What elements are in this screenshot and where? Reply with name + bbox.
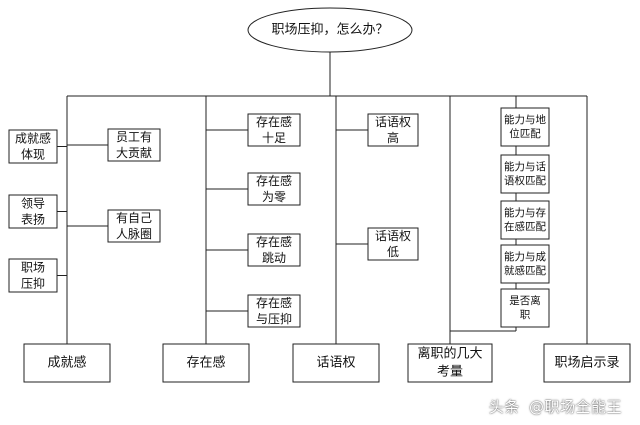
presence-label: 十足 bbox=[262, 131, 286, 145]
resign-box-2 bbox=[500, 154, 550, 194]
achievement-left-box-2 bbox=[8, 194, 58, 229]
resign-label: 能力与存 bbox=[504, 206, 546, 219]
branch-box-3 bbox=[292, 343, 380, 383]
resign-box-4 bbox=[500, 244, 550, 284]
achievement-right-label: 员工有 bbox=[116, 130, 152, 144]
achievement-right-box-1 bbox=[107, 128, 161, 162]
achievement-left-label: 体现 bbox=[21, 148, 45, 162]
voice-label: 话语权 bbox=[375, 115, 411, 129]
achievement-left-label: 职场 bbox=[21, 260, 45, 274]
branch-label-1: 成就感 bbox=[47, 355, 86, 371]
resign-label: 能力与话 bbox=[504, 160, 546, 173]
watermark: 头条 @职场全能王 bbox=[489, 396, 622, 417]
presence-box-4 bbox=[247, 294, 301, 328]
branch-label-4: 离职的几大 bbox=[417, 346, 482, 362]
achievement-left-label: 领导 bbox=[21, 196, 45, 210]
achievement-left-label: 表扬 bbox=[21, 212, 45, 227]
branch-box-1 bbox=[23, 343, 111, 383]
voice-box-2 bbox=[367, 227, 419, 261]
branch-box-2 bbox=[162, 343, 250, 383]
presence-label: 存在感 bbox=[256, 114, 292, 129]
resign-label: 能力与地 bbox=[504, 113, 546, 126]
watermark-platform: 头条 bbox=[488, 398, 520, 416]
watermark-account: @职场全能王 bbox=[528, 398, 622, 416]
branch-label-2: 存在感 bbox=[186, 355, 225, 371]
achievement-left-box-1 bbox=[8, 129, 58, 164]
voice-box-1 bbox=[367, 113, 419, 147]
achievement-right-label: 人脉圈 bbox=[116, 226, 152, 241]
presence-box-2 bbox=[247, 172, 301, 206]
achievement-right-label: 有自己 bbox=[116, 211, 152, 225]
branch-label-5: 职场启示录 bbox=[554, 356, 619, 371]
resign-label: 是否离 bbox=[509, 294, 541, 307]
presence-label: 存在感 bbox=[256, 295, 292, 310]
resign-box-5 bbox=[500, 288, 550, 328]
achievement-right-label: 大贡献 bbox=[116, 145, 152, 160]
presence-label: 与压抑 bbox=[256, 311, 292, 326]
presence-label: 为零 bbox=[262, 190, 286, 204]
branch-box-4 bbox=[407, 343, 493, 383]
resign-label: 能力与成 bbox=[504, 250, 546, 263]
achievement-left-label: 压抑 bbox=[21, 276, 45, 291]
resign-box-3 bbox=[500, 200, 550, 240]
branch-label-4: 考量 bbox=[437, 364, 463, 379]
voice-label: 高 bbox=[387, 130, 399, 145]
resign-label: 语权匹配 bbox=[504, 174, 546, 187]
voice-label: 低 bbox=[387, 245, 399, 259]
presence-box-3 bbox=[247, 233, 301, 267]
presence-label: 跳动 bbox=[262, 251, 286, 265]
root-label: 职场压抑，怎么办？ bbox=[271, 23, 388, 38]
voice-label: 话语权 bbox=[375, 229, 411, 243]
presence-box-1 bbox=[247, 113, 301, 147]
resign-box-1 bbox=[500, 107, 550, 147]
presence-label: 存在感 bbox=[256, 173, 292, 188]
achievement-left-label: 成就感 bbox=[15, 130, 51, 145]
resign-label: 职 bbox=[520, 309, 531, 321]
resign-label: 位匹配 bbox=[509, 127, 541, 140]
branch-label-3: 话语权 bbox=[316, 355, 355, 371]
resign-label: 在感匹配 bbox=[504, 220, 546, 233]
branch-box-5 bbox=[543, 343, 631, 383]
resign-label: 就感匹配 bbox=[504, 264, 546, 277]
presence-label: 存在感 bbox=[256, 234, 292, 249]
